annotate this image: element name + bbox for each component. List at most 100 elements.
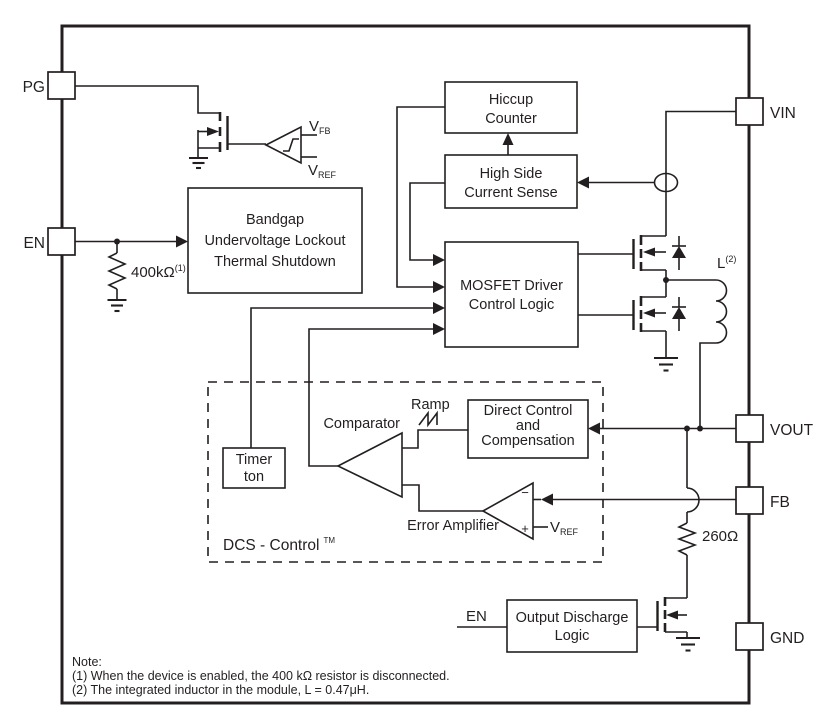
fb-resistor [676, 522, 698, 556]
error-amplifier-icon: − + [481, 481, 534, 541]
error-amplifier-label: Error Amplifier [407, 518, 499, 534]
timer-to-driver-wire [250, 307, 433, 448]
pin-vout [735, 414, 764, 443]
arrow-into-driver-1 [433, 254, 445, 266]
pg-comparator-icon [264, 125, 317, 165]
vref2-label: VREF [550, 519, 579, 537]
pins: PG EN VIN VOUT FB GND [23, 71, 814, 651]
arrow-hscs-to-hiccup [502, 133, 514, 145]
note-line-2: (2) The integrated inductor in the modul… [72, 683, 369, 697]
ground-icon [107, 298, 127, 313]
block-label: Timer [236, 452, 273, 468]
ramp-label: Ramp [411, 397, 450, 413]
block-output-discharge: Output Discharge Logic [506, 599, 638, 653]
block-direct-control: Direct Control and Compensation [467, 399, 589, 459]
arrow-vout-to-directcontrol [588, 422, 600, 435]
arrowheads [176, 133, 600, 506]
block-label: ton [244, 469, 264, 485]
block-label: Counter [485, 111, 537, 127]
labels: VFB VREF 400kΩ(1) L(2) 260Ω Comparator R… [131, 118, 738, 625]
block-label: High Side [480, 166, 543, 182]
minus-sign: − [521, 485, 529, 500]
discharge-mosfet-icon [656, 597, 700, 652]
ramp-wire [402, 429, 468, 449]
pin-label-pg: PG [23, 79, 45, 96]
resistor-zigzag [676, 522, 698, 556]
ic-boundary [60, 24, 751, 705]
low-side-mosfet-icon [632, 296, 686, 372]
inductor-bottom-wire [699, 342, 716, 429]
pin-label-fb: FB [770, 494, 790, 511]
arrow-into-driver-3 [433, 302, 445, 314]
pin-fb [735, 486, 764, 515]
comparator-label: Comparator [323, 416, 400, 432]
block-hiccup-counter: Hiccup Counter [444, 81, 578, 134]
pin-label-gnd: GND [770, 630, 804, 647]
block-high-side-current-sense: High Side Current Sense [444, 154, 578, 209]
fb-resistor-label: 260Ω [702, 528, 738, 545]
block-label: Output Discharge [516, 610, 629, 626]
hysteresis-icon [283, 138, 299, 152]
current-sense-probe-icon [653, 172, 679, 193]
junction-dots [114, 238, 703, 432]
arrow-into-driver-2 [433, 281, 445, 293]
arrow-fb-to-erramp [541, 493, 553, 506]
pin-en [47, 227, 76, 256]
pin-pg [47, 71, 76, 100]
dcs-control-box [207, 381, 604, 563]
ground-icon [189, 156, 208, 170]
pin-label-en: EN [23, 235, 45, 252]
block-label: Undervoltage Lockout [204, 233, 345, 249]
note-line-1: (1) When the device is enabled, the 400 … [72, 669, 450, 683]
discharge-en-label: EN [466, 608, 487, 625]
erramp-out-wire [402, 484, 483, 512]
arrow-into-driver-4 [433, 323, 445, 335]
block-label: Current Sense [464, 185, 558, 201]
block-label: Compensation [481, 433, 575, 449]
body-diode-icon [672, 246, 686, 258]
block-timer-ton: Timer ton [222, 447, 286, 489]
block-label: Thermal Shutdown [214, 254, 336, 270]
block-label: Logic [555, 628, 590, 644]
block-bandgap: Bandgap Undervoltage Lockout Thermal Shu… [187, 187, 363, 294]
comparator-to-driver-wire [308, 328, 433, 467]
block-label: Bandgap [246, 212, 304, 228]
comparator-icon [336, 431, 403, 499]
pin-gnd [735, 622, 764, 651]
pin-vin [735, 97, 764, 126]
block-label: Hiccup [489, 92, 533, 108]
block-label: MOSFET Driver [460, 278, 563, 294]
inductor-coil [715, 279, 728, 344]
wires [75, 85, 736, 628]
pg-mosfet-icon [189, 112, 266, 170]
inductor-label: L(2) [717, 254, 736, 272]
vfb-label: VFB [309, 118, 331, 136]
block-label: Control Logic [469, 297, 554, 313]
en-resistor-label: 400kΩ(1) [131, 263, 186, 281]
plus-sign: + [521, 521, 529, 536]
arrow-sense-to-hscs [577, 176, 589, 189]
body-diode-icon [672, 307, 686, 319]
ramp-waveform-icon [418, 410, 438, 428]
en-pulldown-resistor [107, 252, 127, 313]
vref-label: VREF [308, 162, 337, 180]
ground-icon [676, 636, 700, 652]
block-mosfet-driver: MOSFET Driver Control Logic [444, 241, 579, 348]
blocks: Bandgap Undervoltage Lockout Thermal Shu… [187, 81, 638, 653]
note-title: Note: [72, 655, 102, 669]
pg-wire [75, 85, 219, 114]
block-label: Direct Control [484, 403, 573, 419]
arrow-en-to-bandgap [176, 235, 188, 248]
ground-icon [654, 356, 678, 372]
high-side-mosfet-icon [632, 235, 686, 271]
notes: Note: (1) When the device is enabled, th… [72, 655, 450, 697]
hscs-to-driver-wire [409, 182, 445, 261]
vin-rail [665, 110, 736, 236]
hiccup-to-driver-wire [396, 106, 445, 288]
block-label: and [516, 418, 540, 434]
resistor-zigzag [107, 252, 127, 290]
pin-label-vin: VIN [770, 105, 796, 122]
